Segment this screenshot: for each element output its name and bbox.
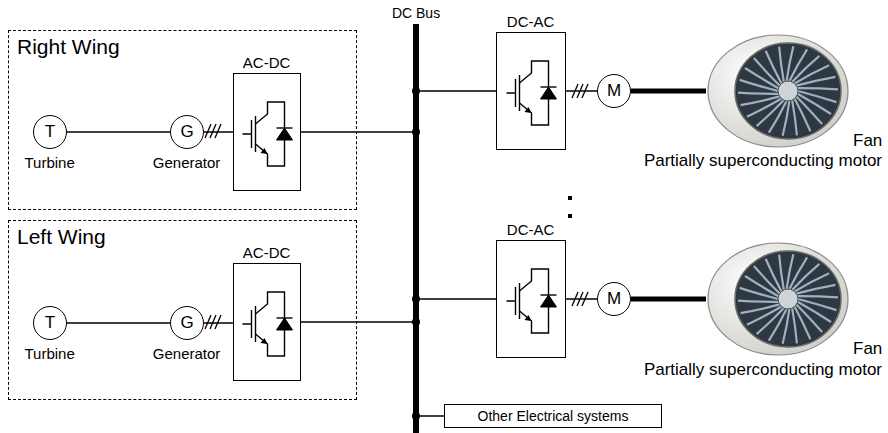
wire [204, 131, 233, 133]
node-label: Other Electrical systems [478, 408, 629, 424]
caption-label: Partially superconducting motor [644, 151, 882, 171]
node-label: AC-DC [243, 54, 291, 71]
fan-illustration: Fan [706, 33, 851, 149]
drive-shaft [631, 297, 706, 302]
node-label: Fan [853, 339, 882, 359]
wing-group: Left WingTTurbineGGeneratorAC-DC [8, 220, 357, 400]
caption-label: Partially superconducting motor [644, 360, 882, 380]
wing-group: Right WingTTurbineGGeneratorAC-DC [8, 30, 357, 210]
motor-circle: M [597, 74, 631, 108]
wire [204, 322, 233, 324]
node-label: Generator [153, 154, 221, 171]
wire [419, 298, 496, 300]
node-label: T [45, 122, 55, 142]
node-label: T [45, 313, 55, 333]
node-label: Fan [853, 131, 882, 151]
wire [67, 322, 170, 324]
node-label: DC-AC [507, 221, 555, 238]
fan-blades [738, 254, 838, 343]
motor-circle: M [597, 282, 631, 316]
node-label: Turbine [24, 345, 74, 362]
system-box: Other Electrical systems [444, 404, 662, 428]
igbt-symbol [497, 241, 564, 356]
node-label: Right Wing [17, 35, 120, 59]
wire [301, 131, 413, 133]
converter-box: DC-AC [496, 32, 566, 150]
wire [419, 90, 496, 92]
wire [566, 90, 597, 92]
generator-circle: GGenerator [170, 115, 204, 149]
turbine-circle: TTurbine [33, 115, 67, 149]
node-label: Turbine [24, 154, 74, 171]
node-label: G [180, 122, 193, 142]
turbine-circle: TTurbine [33, 306, 67, 340]
generator-circle: GGenerator [170, 306, 204, 340]
fan-drawing [706, 33, 851, 149]
drive-shaft [631, 89, 706, 94]
node-label: Generator [153, 345, 221, 362]
igbt-symbol [497, 33, 564, 148]
ellipsis-dots [568, 196, 572, 218]
fan-illustration: Fan [706, 241, 851, 357]
node-label: DC-AC [507, 13, 555, 30]
wire [419, 415, 444, 417]
converter-box: AC-DC [233, 263, 301, 381]
converter-box: DC-AC [496, 240, 566, 358]
converter-box: AC-DC [233, 73, 301, 191]
dc-bus: DC Bus [413, 24, 419, 433]
wire [67, 131, 170, 133]
igbt-symbol [234, 74, 299, 189]
node-label: G [180, 313, 193, 333]
node-label: M [607, 289, 621, 309]
node-label: DC Bus [392, 5, 440, 21]
fan-blades [738, 46, 838, 135]
wire [566, 298, 597, 300]
wire [301, 321, 413, 323]
fan-drawing [706, 241, 851, 357]
node-label: Left Wing [17, 225, 106, 249]
igbt-symbol [234, 264, 299, 379]
node-label: AC-DC [243, 244, 291, 261]
node-label: M [607, 81, 621, 101]
